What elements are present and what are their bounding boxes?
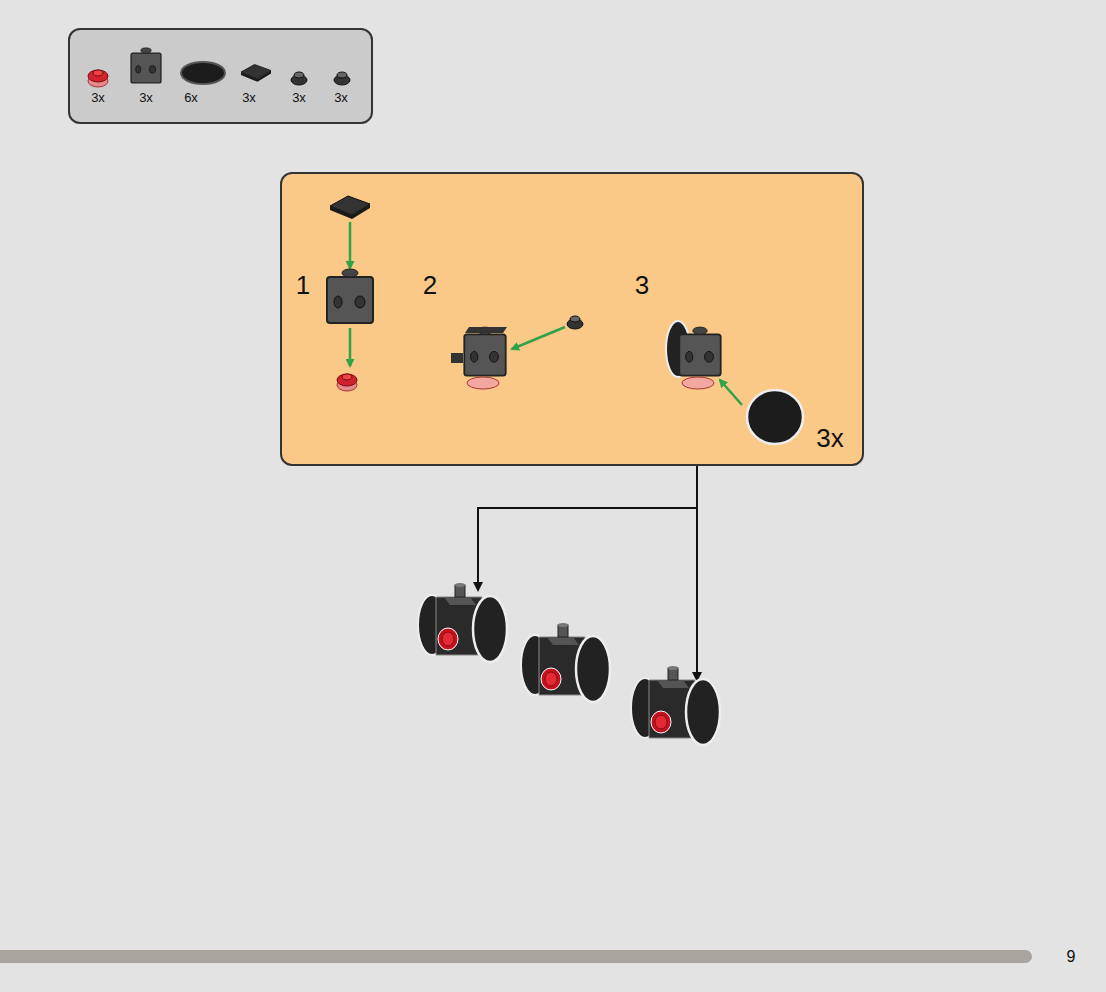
part-count: 3x (334, 91, 348, 104)
part-count: 3x (91, 91, 105, 104)
step-number: 3 (635, 272, 649, 298)
part-count: 6x (184, 91, 198, 104)
part-count: 3x (292, 91, 306, 104)
step-number: 1 (296, 272, 310, 298)
part-count: 3x (139, 91, 153, 104)
step-number: 2 (423, 272, 437, 298)
parts-panel: 3x 3x 6x 3x 3x 3x (68, 28, 373, 124)
part-count: 3x (242, 91, 256, 104)
page-number: 9 (1067, 948, 1076, 966)
step-art (280, 172, 864, 466)
repeat-count: 3x (816, 425, 843, 451)
step-box: 1 2 3 3x (280, 172, 864, 466)
parts-art (68, 28, 373, 124)
